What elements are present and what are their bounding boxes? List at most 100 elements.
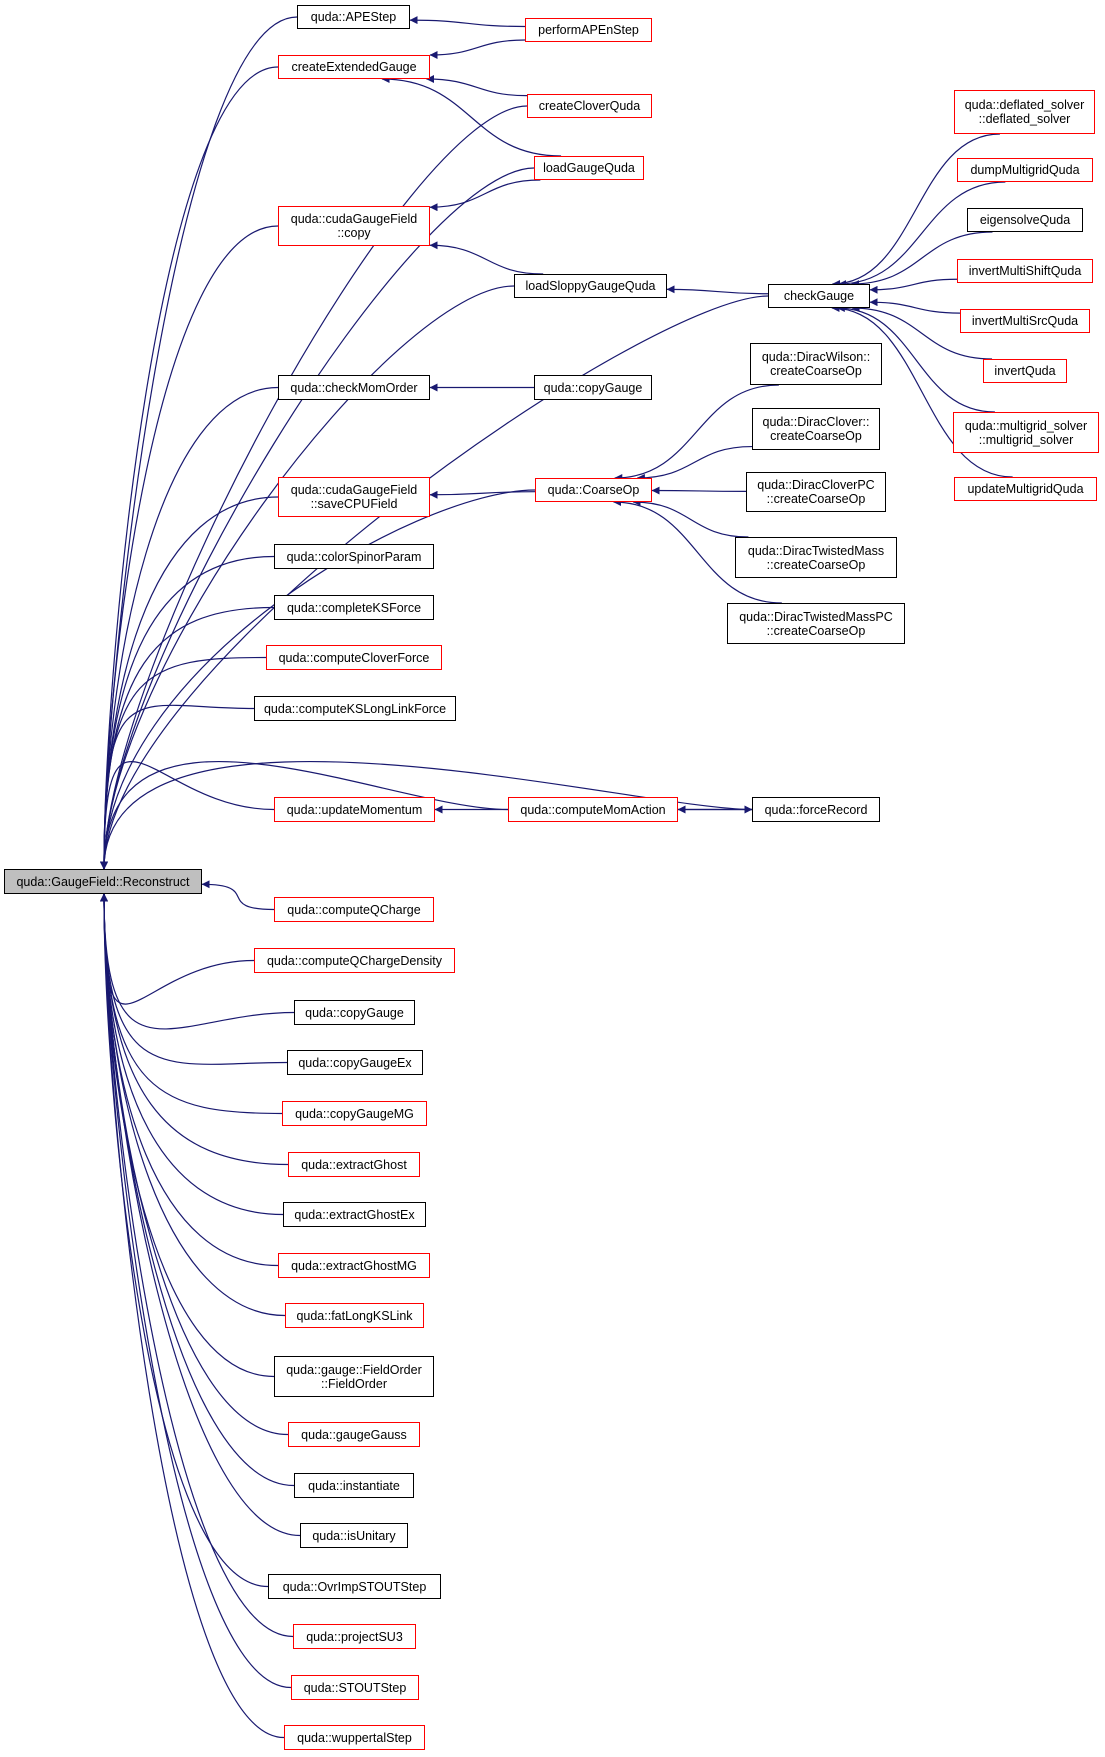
node-label: quda::computeKSLongLinkForce [263, 701, 447, 716]
node-loadsloppygaugequda[interactable]: loadSloppyGaugeQuda [514, 274, 667, 298]
node-diracwilson-createcoarseop[interactable]: quda::DiracWilson::createCoarseOp [750, 343, 882, 385]
node-wuppertalstep[interactable]: quda::wuppertalStep [284, 1725, 425, 1750]
node-colorspinorparam[interactable]: quda::colorSpinorParam [274, 544, 434, 569]
node-createcloverquda[interactable]: createCloverQuda [527, 94, 652, 118]
node-gaugefield-reconstruct-root: quda::GaugeField::Reconstruct [4, 869, 202, 894]
edge-n40-to-n0 [100, 893, 279, 1267]
node-deflated-solver[interactable]: quda::deflated_solver::deflated_solver [954, 90, 1095, 134]
node-copygauge-top[interactable]: quda::copyGauge [534, 375, 652, 400]
edge-n3-to-n0 [100, 66, 279, 870]
node-performapenstep[interactable]: performAPEnStep [525, 18, 652, 42]
node-loadgaugequda[interactable]: loadGaugeQuda [534, 156, 644, 180]
node-diracclover-createcoarseop[interactable]: quda::DiracClover::createCoarseOp [752, 408, 880, 450]
edge-n26-to-n0 [100, 555, 275, 870]
node-computeqchargedensity[interactable]: quda::computeQChargeDensity [254, 948, 455, 973]
node-copygaugeex[interactable]: quda::copyGaugeEx [287, 1050, 423, 1075]
node-apestep[interactable]: quda::APEStep [297, 5, 410, 29]
node-updatemomentum[interactable]: quda::updateMomentum [274, 797, 435, 822]
node-label: quda::CoarseOp [547, 483, 640, 497]
node-gaugegauss[interactable]: quda::gaugeGauss [288, 1422, 420, 1447]
edge-n14-to-n8 [851, 304, 993, 360]
edge-n7-to-n6 [429, 241, 544, 275]
node-fatlongkslink[interactable]: quda::fatLongKSLink [285, 1303, 424, 1328]
node-completeksforce[interactable]: quda::completeKSForce [274, 595, 434, 620]
edge-n21-to-n20 [614, 384, 779, 482]
edge-n36-to-n0 [100, 893, 288, 1065]
node-label: quda::DiracClover:: [762, 415, 870, 429]
edge-n25-to-n20 [613, 498, 782, 604]
node-computekslonglinkforce[interactable]: quda::computeKSLongLinkForce [254, 696, 456, 721]
edge-n4-to-n0 [100, 105, 528, 870]
node-computeqcharge[interactable]: quda::computeQCharge [274, 897, 434, 922]
node-checkgauge[interactable]: checkGauge [768, 284, 870, 308]
node-invertquda[interactable]: invertQuda [983, 359, 1067, 383]
node-label: quda::fatLongKSLink [296, 1308, 413, 1323]
edge-n28-to-n0 [100, 656, 267, 870]
edge-n8-to-n7 [666, 285, 769, 295]
node-label: quda::DiracTwistedMass [747, 543, 885, 558]
node-ovrimpstoutstep[interactable]: quda::OvrImpSTOUTStep [268, 1574, 441, 1599]
edge-n49-to-n0 [100, 893, 285, 1739]
node-dirattwistedmasspc-createcoarseop[interactable]: quda::DiracTwistedMassPC::createCoarseOp [727, 603, 905, 644]
node-computemomaction[interactable]: quda::computeMomAction [508, 797, 678, 822]
node-label: ::saveCPUField [310, 497, 398, 511]
node-label: quda::copyGaugeEx [298, 1055, 412, 1070]
node-updatemultigridquda[interactable]: updateMultigridQuda [954, 477, 1097, 501]
node-label: quda::multigrid_solver [964, 418, 1088, 433]
node-extractghost[interactable]: quda::extractGhost [288, 1152, 420, 1177]
node-label: ::createCoarseOp [766, 492, 866, 506]
node-copygaugemg[interactable]: quda::copyGaugeMG [282, 1101, 427, 1126]
node-dirattwistedmass-createcoarseop[interactable]: quda::DiracTwistedMass::createCoarseOp [735, 537, 897, 578]
edge-n10-to-n8 [838, 181, 1006, 288]
edge-n20-to-n19 [429, 490, 536, 499]
node-invertmultishiftquda[interactable]: invertMultiShiftQuda [957, 259, 1093, 283]
edge-n23-to-n20 [651, 486, 747, 495]
node-label: quda::copyGauge [305, 1005, 404, 1020]
edge-n19-to-n0 [100, 496, 279, 870]
node-label: quda::OvrImpSTOUTStep [282, 1579, 427, 1594]
node-label: loadGaugeQuda [543, 161, 635, 175]
node-createextendedgauge[interactable]: createExtendedGauge [278, 55, 430, 79]
node-label: quda::APEStep [310, 10, 397, 24]
node-label: ::FieldOrder [321, 1376, 387, 1391]
node-instantiate[interactable]: quda::instantiate [294, 1473, 414, 1498]
edge-n5-to-n6 [429, 179, 541, 212]
node-invertmultisrcquda[interactable]: invertMultiSrcQuda [960, 309, 1090, 333]
node-isunitary[interactable]: quda::isUnitary [300, 1523, 408, 1548]
edge-n1-to-n0 [100, 16, 298, 870]
edge-n2-to-n1 [409, 16, 526, 28]
node-checkmomorder[interactable]: quda::checkMomOrder [278, 375, 430, 400]
node-label: quda::gaugeGauss [301, 1427, 407, 1442]
node-label: quda::computeQCharge [287, 902, 421, 917]
node-extractghostex[interactable]: quda::extractGhostEx [283, 1202, 426, 1227]
node-multigrid-solver[interactable]: quda::multigrid_solver::multigrid_solver [953, 412, 1099, 453]
node-label: quda::DiracCloverPC [757, 478, 875, 492]
node-label: quda::forceRecord [764, 802, 868, 817]
node-extractghostmg[interactable]: quda::extractGhostMG [278, 1253, 430, 1278]
node-label: ::deflated_solver [978, 112, 1071, 126]
node-label: quda::colorSpinorParam [286, 549, 422, 564]
node-copygauge[interactable]: quda::copyGauge [294, 1000, 415, 1025]
node-gauge-fieldorder[interactable]: quda::gauge::FieldOrder::FieldOrder [274, 1356, 434, 1397]
node-projectsu3[interactable]: quda::projectSU3 [293, 1624, 416, 1649]
node-label: updateMultigridQuda [967, 482, 1084, 496]
node-label: invertQuda [994, 364, 1056, 378]
node-cudagaugefield-savecpufield[interactable]: quda::cudaGaugeField::saveCPUField [278, 477, 430, 517]
node-label: checkGauge [783, 289, 855, 303]
node-diraccloverpc-createcoarseop[interactable]: quda::DiracCloverPC::createCoarseOp [746, 472, 886, 512]
node-computecloverforce[interactable]: quda::computeCloverForce [266, 645, 442, 670]
node-label: quda::cudaGaugeField [290, 483, 418, 497]
node-coarseop[interactable]: quda::CoarseOp [535, 478, 652, 502]
node-eigensolvequda[interactable]: eigensolveQuda [967, 208, 1083, 232]
node-dumpmultigridquda[interactable]: dumpMultigridQuda [957, 158, 1093, 182]
node-label: quda::updateMomentum [286, 802, 423, 817]
edge-n45-to-n0 [100, 893, 301, 1537]
node-forcerecord[interactable]: quda::forceRecord [752, 797, 880, 822]
edge-n4-to-n3 [426, 75, 528, 97]
node-cudagaugefield-copy[interactable]: quda::cudaGaugeField::copy [278, 206, 430, 246]
node-stoutstep[interactable]: quda::STOUTStep [291, 1675, 419, 1700]
node-label: quda::extractGhostEx [294, 1207, 415, 1222]
node-label: quda::projectSU3 [306, 1629, 403, 1644]
edge-n22-to-n20 [636, 445, 753, 482]
